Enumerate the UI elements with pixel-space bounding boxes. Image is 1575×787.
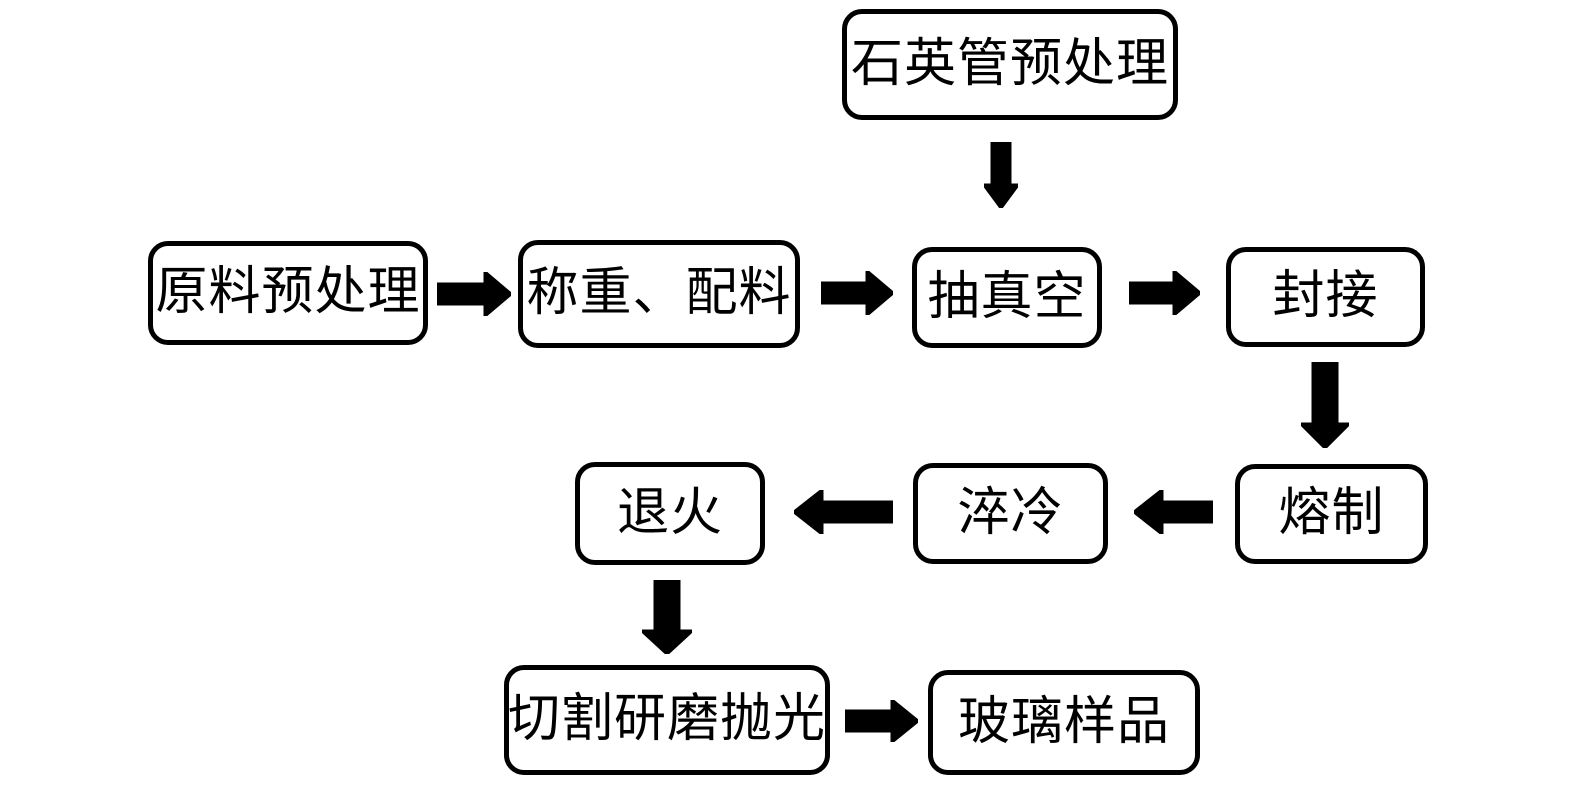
node-annealing: 退火 (575, 462, 765, 565)
node-sealing: 封接 (1226, 247, 1425, 347)
node-cutting-grinding-polishing: 切割研磨抛光 (504, 665, 830, 775)
node-label-glass-sample: 玻璃样品 (957, 693, 1170, 751)
arrow-right-vacuum-to-seal-icon (1129, 271, 1200, 315)
arrow-right-raw-to-weigh-icon (437, 272, 511, 316)
node-glass-sample: 玻璃样品 (928, 670, 1200, 775)
node-label-cutting-grinding-polishing: 切割研磨抛光 (508, 691, 827, 748)
node-label-sealing: 封接 (1272, 268, 1379, 325)
node-label-quenching: 淬冷 (957, 484, 1064, 542)
node-melting: 熔制 (1235, 464, 1428, 564)
arrow-left-melt-to-quench-icon (1134, 490, 1213, 534)
node-label-vacuum-pumping: 抽真空 (927, 268, 1087, 326)
arrow-down-quartz-to-vacuum-icon (984, 142, 1018, 208)
arrow-down-anneal-to-cut-icon (642, 580, 692, 654)
node-weighing-batching: 称重、配料 (518, 240, 800, 348)
node-raw-material-pretreatment: 原料预处理 (148, 241, 428, 345)
node-vacuum-pumping: 抽真空 (912, 247, 1102, 348)
node-label-raw-material-pretreatment: 原料预处理 (155, 264, 421, 321)
node-quartz-tube-pretreatment: 石英管预处理 (842, 9, 1178, 120)
node-label-annealing: 退火 (616, 484, 723, 542)
arrow-down-seal-to-melt-icon (1301, 362, 1349, 448)
node-label-melting: 熔制 (1278, 485, 1385, 542)
node-quenching: 淬冷 (913, 463, 1108, 564)
arrow-right-weigh-to-vacuum-icon (821, 271, 893, 315)
node-label-quartz-tube-pretreatment: 石英管预处理 (850, 35, 1169, 93)
arrow-left-quench-to-anneal-icon (794, 490, 893, 534)
node-label-weighing-batching: 称重、配料 (526, 265, 792, 322)
arrow-right-cut-to-sample-icon (845, 700, 918, 742)
